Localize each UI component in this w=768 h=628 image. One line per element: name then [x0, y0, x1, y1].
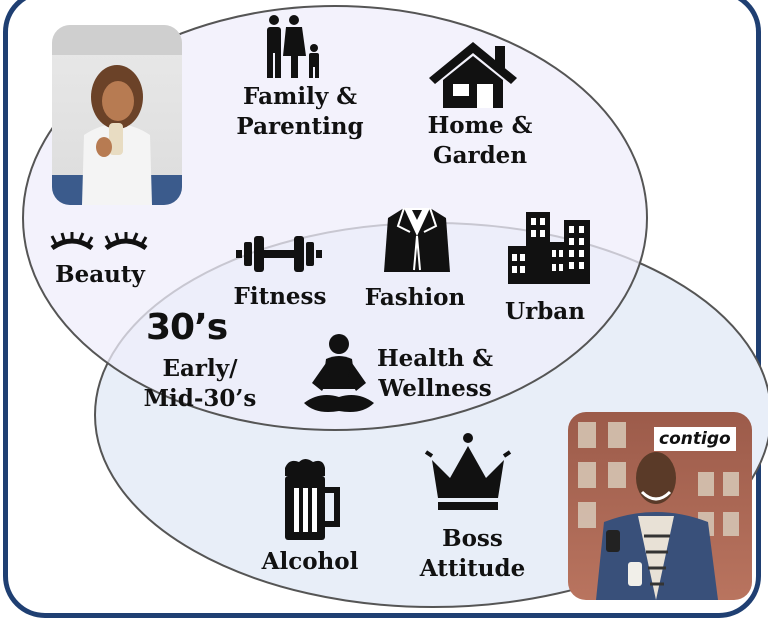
urban-label: Urban [505, 298, 585, 325]
family-icon [267, 15, 319, 78]
family-parenting-label: Family & Parenting [236, 83, 364, 140]
home-garden-label: Home & Garden [427, 112, 533, 169]
fitness-label: Fitness [233, 283, 327, 310]
boss-attitude-label: Boss Attitude [419, 525, 526, 582]
contigo-logo: contigo [654, 427, 736, 451]
beer-mug-icon [285, 459, 340, 540]
woman-photo [52, 25, 182, 205]
dumbbell-icon [236, 236, 322, 272]
health-wellness-label: Health & Wellness [376, 345, 494, 402]
house-icon [429, 42, 517, 108]
eyelashes-icon [50, 232, 148, 251]
fashion-label: Fashion [364, 284, 466, 311]
meditation-icon [304, 334, 374, 412]
beauty-label: Beauty [55, 261, 145, 288]
buildings-icon [508, 212, 590, 284]
frame-border [3, 0, 761, 618]
crown-icon [424, 433, 512, 510]
alcohol-label: Alcohol [261, 548, 359, 575]
age-range-label: Early/ Mid-30’s [143, 355, 257, 412]
blazer-icon [384, 207, 450, 272]
age-30s-label: 30’s [146, 307, 228, 348]
